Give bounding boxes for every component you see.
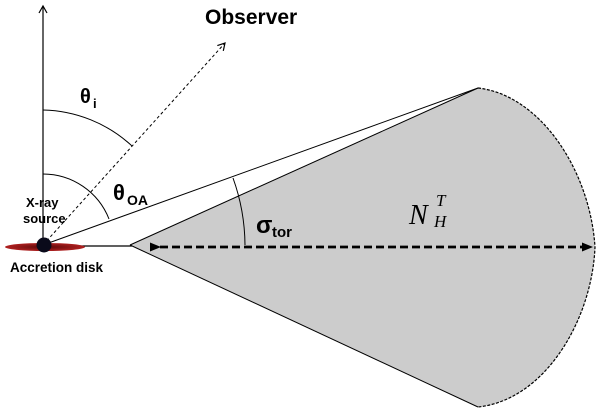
torus-outer-edge: [477, 87, 596, 408]
opening-angle-line: [42, 87, 479, 246]
sigma-tor-arc: [232, 177, 246, 246]
torus-upper-edge: [129, 87, 479, 246]
column-density-label: N T H: [408, 191, 449, 231]
observer-direction-arrow: [42, 42, 226, 246]
theta-i-label: θ i: [80, 86, 97, 111]
observer-label: Observer: [205, 6, 297, 29]
theta-oa-label: θ OA: [113, 180, 148, 208]
xray-source: [36, 237, 52, 253]
xray-source-label: X-ray source: [23, 194, 66, 226]
accretion-disk-label: Accretion disk: [10, 260, 104, 275]
sigma-tor-label: σ tor: [256, 212, 292, 241]
theta-i-arc: [42, 109, 133, 147]
theta-oa-arc: [42, 173, 110, 220]
torus-lower-edge: [129, 244, 479, 408]
